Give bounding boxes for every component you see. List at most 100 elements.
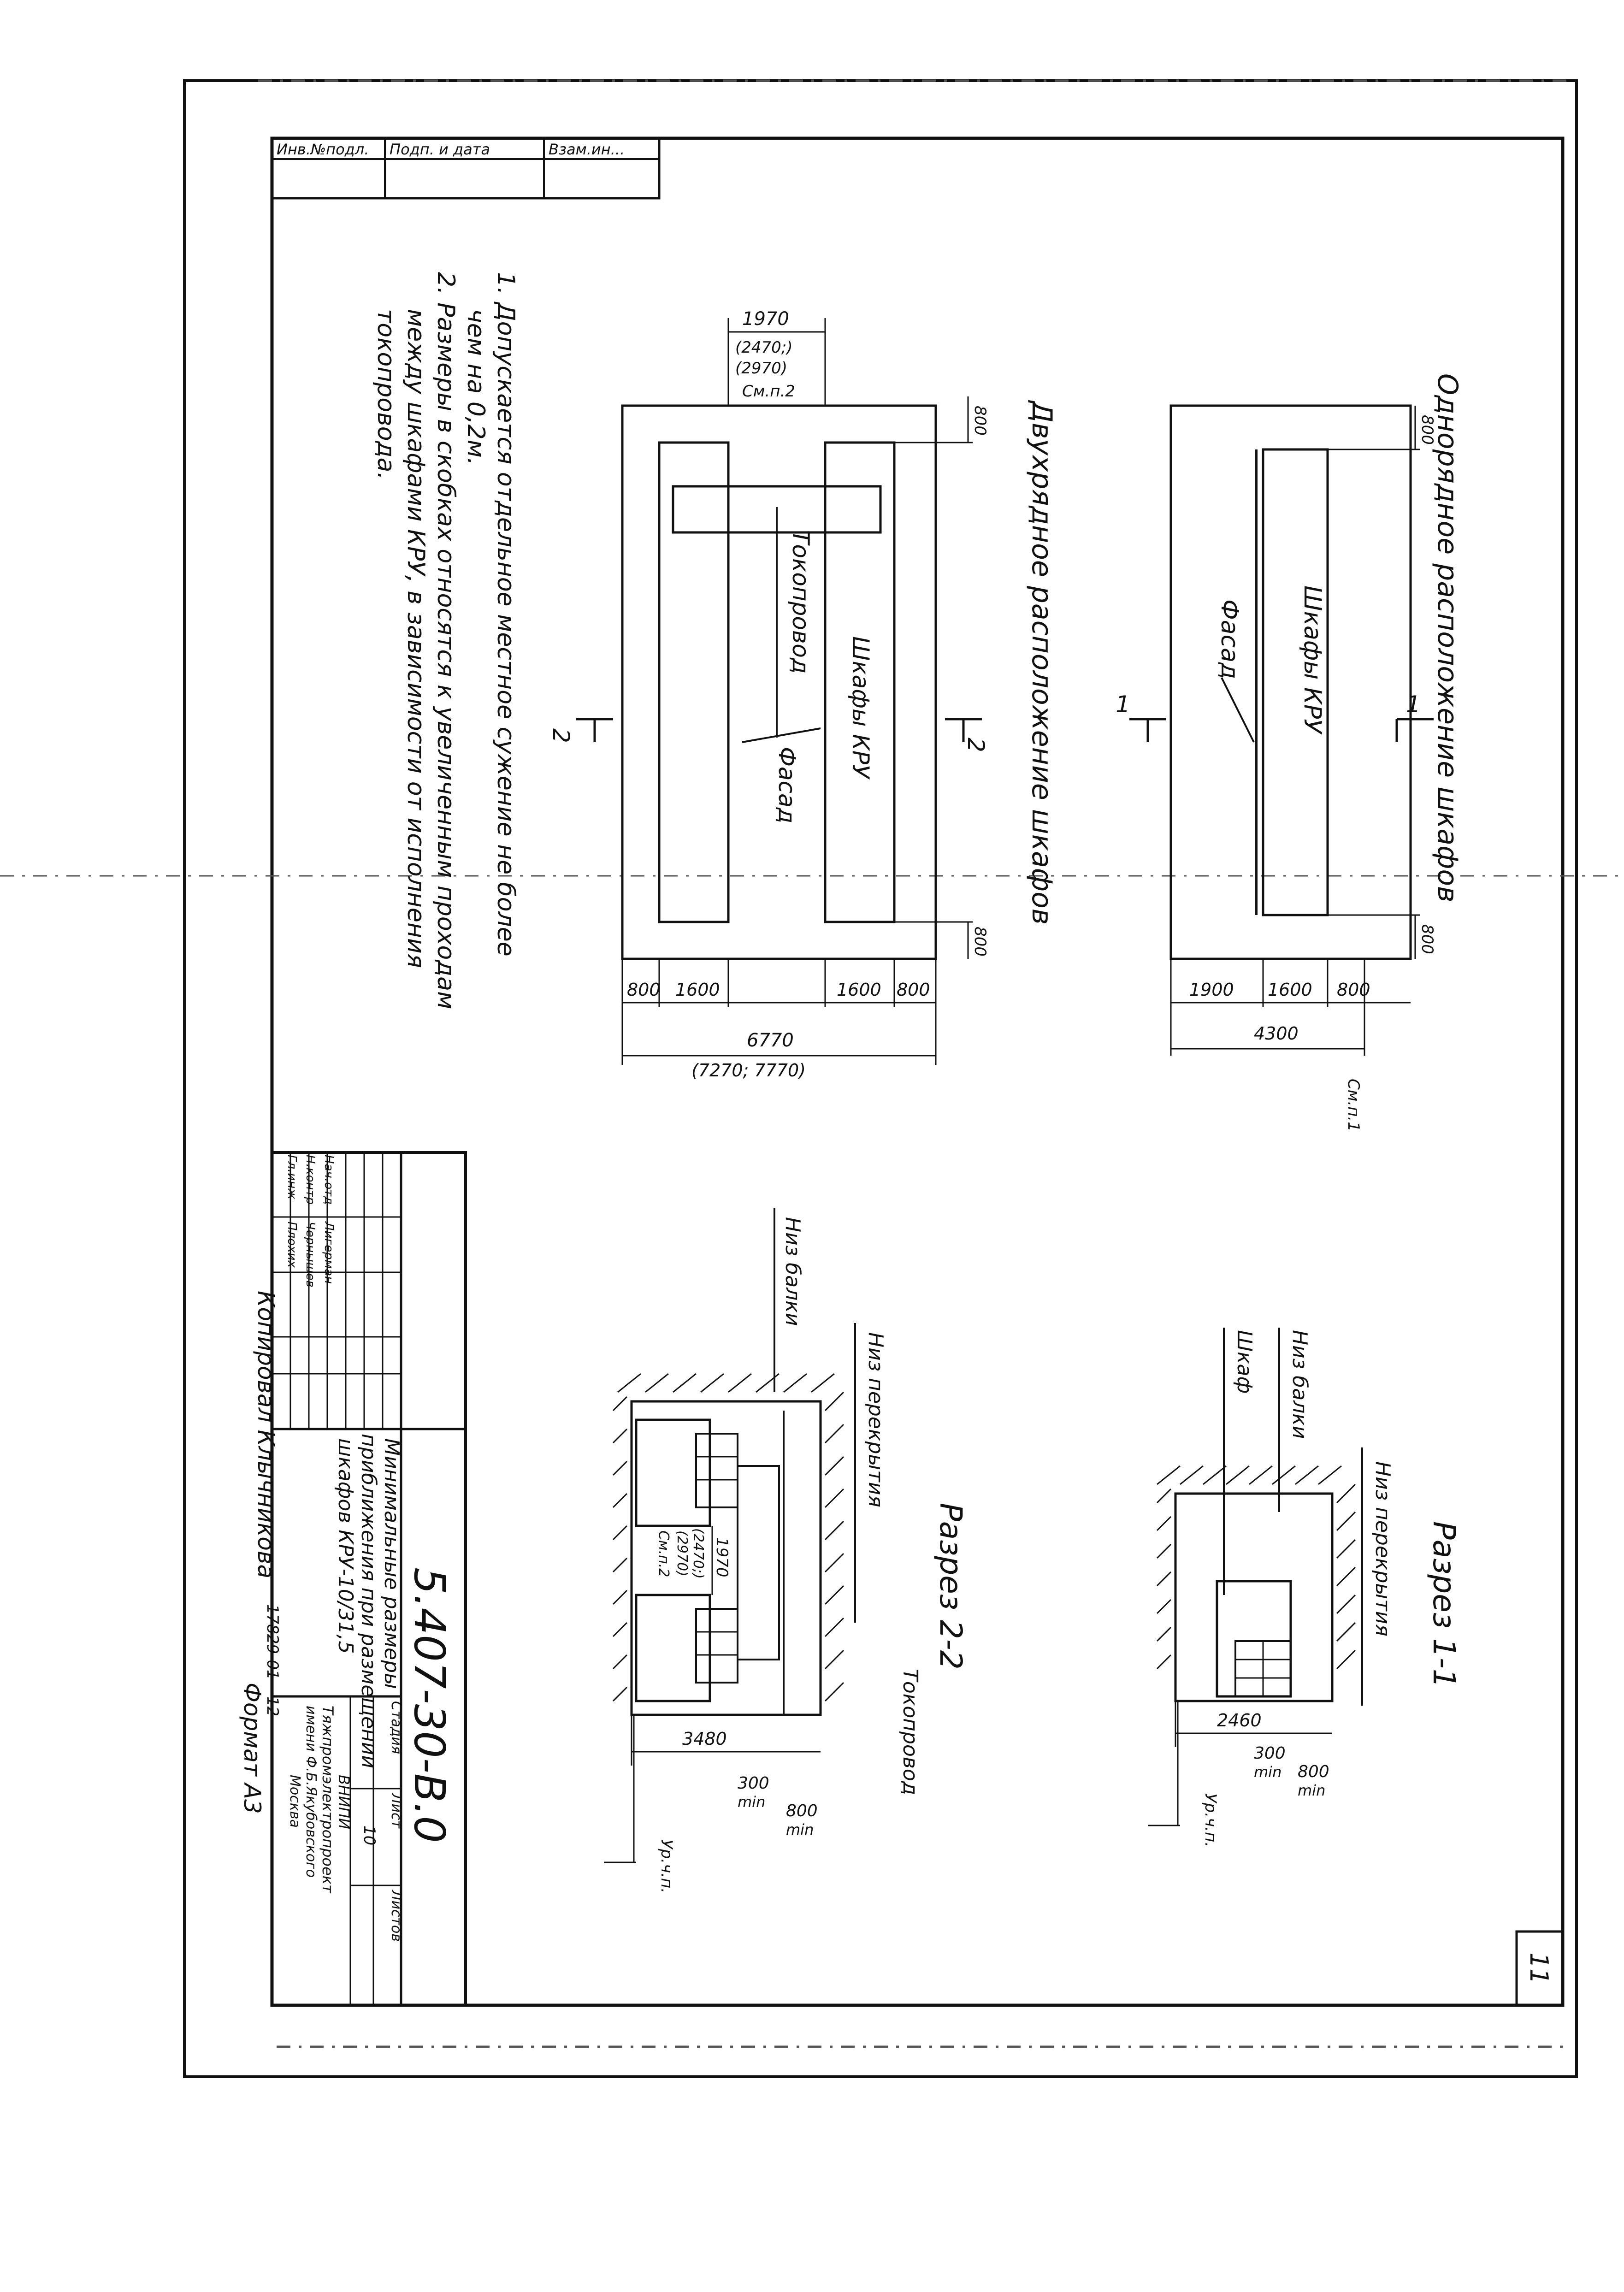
section-1-floor-label: Ур.ч.п. xyxy=(1201,1793,1220,1847)
section-2-dim-passage-ref: См.п.2 xyxy=(656,1530,672,1577)
single-cabinet-row xyxy=(1262,448,1329,916)
order-no: 17829-01 xyxy=(263,1604,282,1680)
section-2-dim-300: 300 xyxy=(738,1774,769,1793)
org-line-2: Тяжпромэлектропроект xyxy=(319,1706,337,1894)
section-2-title: Разрез 2-2 xyxy=(933,1503,968,1670)
section-1-hatch xyxy=(1156,1465,1356,1670)
section-2-beam-label: Низ балки xyxy=(781,1217,804,1326)
double-row-plan: Двухрядное расположение шкафов Токопрово… xyxy=(548,308,1058,1081)
single-cabinets-label: Шкафы КРУ xyxy=(1299,585,1326,735)
double-dim-passage: 1970 xyxy=(742,308,789,330)
note-2-line-1: 2. Размеры в скобках относятся к увеличе… xyxy=(432,272,460,1009)
section-1-dim-800: 800 xyxy=(1298,1762,1329,1781)
single-dim-800: 800 xyxy=(1337,980,1370,1000)
section-1-dim-800-sub: min xyxy=(1298,1782,1325,1799)
double-dim-top: 800 xyxy=(971,406,989,436)
note-2-line-3: токопровода. xyxy=(372,309,400,480)
title-block: Нач.отд Лигерман Н.контр Чернышев Гл.инж… xyxy=(239,1151,467,2007)
note-1-line-1: 1. Допускается отдельное местное сужение… xyxy=(492,272,520,957)
section-2-dim-passage-alt: (2470;) xyxy=(690,1528,706,1579)
double-room-outline xyxy=(621,404,937,960)
note-2-line-2: между шкафами КРУ, в зависимости от испо… xyxy=(402,309,430,968)
section-1-dim-300-sub: min xyxy=(1254,1763,1281,1781)
single-facade-label: Фасад xyxy=(1216,599,1243,679)
stage-header: Стадия xyxy=(388,1701,404,1754)
section-2-dim-800: 800 xyxy=(786,1802,818,1820)
top-stamp: Инв.№подл. Подп. и дата Взам.ин... xyxy=(271,137,661,200)
double-dim-800-right: 800 xyxy=(897,980,930,1000)
double-dim-bottom: 800 xyxy=(971,927,989,957)
sheet-header: Лист xyxy=(388,1793,404,1829)
section-mark-1-bottom: 1 xyxy=(1116,691,1130,718)
inner-frame xyxy=(270,136,1565,2007)
single-dim-top: 800 xyxy=(1418,415,1436,445)
section-1-slab-label: Низ перекрытия xyxy=(1371,1461,1394,1636)
section-2-dim-300-sub: min xyxy=(738,1793,765,1811)
note-1-line-2: чем на 0,2м. xyxy=(462,309,490,465)
single-row-title: Однорядное расположение шкафов xyxy=(1431,373,1464,903)
section-2-dim-passage-alt2: (2970) xyxy=(674,1530,690,1577)
double-dim-800-left: 800 xyxy=(627,980,661,1000)
title-line-3: шкафов КРУ-10/31,5 xyxy=(334,1438,357,1654)
section-2-hatch xyxy=(612,1373,844,1702)
section-2-room xyxy=(630,1400,822,1716)
section-1-dim-width: 2460 xyxy=(1217,1710,1262,1731)
org-line-1: ВНИПИ xyxy=(335,1775,353,1829)
double-dim-1600-right: 1600 xyxy=(837,980,881,1000)
person-2-role: Н.контр xyxy=(303,1155,317,1205)
single-dim-bottom: 800 xyxy=(1418,924,1436,954)
single-dim-1900: 1900 xyxy=(1189,980,1234,1000)
org-line-3: имени Ф.Б.Якубовского xyxy=(303,1706,319,1878)
section-1-beam-label: Низ балки xyxy=(1288,1330,1311,1439)
section-2-2: Разрез 2-2 Низ перекрытия Низ балки Токо… xyxy=(604,1208,968,1893)
outer-frame xyxy=(183,79,1578,2078)
double-dim-passage-alt2: (2970) xyxy=(735,359,787,378)
org-line-4: Москва xyxy=(287,1775,303,1828)
sheets-header: Листов xyxy=(388,1890,404,1942)
section-1-cabinet-label: Шкаф xyxy=(1233,1330,1256,1394)
person-3-role: Гл.инж xyxy=(285,1155,299,1199)
section-1-dim-300: 300 xyxy=(1254,1744,1286,1763)
double-cabinet-row-right xyxy=(824,441,896,923)
single-dim-total: 4300 xyxy=(1254,1023,1299,1044)
double-dim-total: 6770 xyxy=(747,1030,794,1051)
double-dim-total-alt: (7270; 7770) xyxy=(691,1060,806,1081)
section-2-busway-label: Токопровод xyxy=(898,1669,922,1795)
title-line-2: приближения при размещении xyxy=(357,1434,380,1768)
single-row-plan: Однорядное расположение шкафов Шкафы КРУ… xyxy=(1116,373,1464,1132)
double-row-title: Двухрядное расположение шкафов xyxy=(1026,400,1058,925)
single-room-outline xyxy=(1169,404,1412,960)
notes: 1. Допускается отдельное местное сужение… xyxy=(372,272,520,1009)
section-mark-2-top: 2 xyxy=(963,738,989,752)
stamp-inv: Инв.№подл. xyxy=(277,141,369,158)
person-3-name: Плохих xyxy=(285,1222,299,1268)
person-2-name: Чернышев xyxy=(303,1222,317,1288)
section-1-title: Разрез 1-1 xyxy=(1426,1521,1462,1688)
section-2-dim-800-sub: min xyxy=(786,1821,814,1838)
format-label: Формат А3 xyxy=(239,1683,266,1814)
double-cabinet-row-left xyxy=(658,441,730,923)
person-1-name: Лигерман xyxy=(322,1221,336,1284)
copied-by: Копировал Клычникова xyxy=(253,1291,279,1578)
person-1-role: Нач.отд xyxy=(322,1155,336,1205)
title-line-1: Минимальные размеры xyxy=(380,1438,403,1689)
single-note-ref: См.п.1 xyxy=(1344,1079,1363,1132)
double-dim-1600-left: 1600 xyxy=(675,980,720,1000)
double-cabinets-label: Шкафы КРУ xyxy=(847,636,874,780)
section-1-1: Разрез 1-1 Низ перекрытия Низ балки Шкаф xyxy=(1148,1328,1462,1847)
double-facade-label: Фасад xyxy=(774,747,800,823)
order-suffix: 12 xyxy=(263,1696,282,1716)
single-dim-1600: 1600 xyxy=(1268,980,1312,1000)
page-number-box: 11 xyxy=(1515,1930,1564,2007)
section-2-floor-label: Ур.ч.п. xyxy=(657,1839,676,1893)
double-busway-label: Токопровод xyxy=(787,530,814,674)
stamp-replace: Взам.ин... xyxy=(549,141,625,158)
section-2-slab-label: Низ перекрытия xyxy=(864,1332,887,1507)
double-dim-passage-alt: (2470;) xyxy=(735,338,793,357)
section-1-room xyxy=(1174,1492,1334,1702)
stamp-sign: Подп. и дата xyxy=(390,141,490,158)
section-mark-2-bottom: 2 xyxy=(548,728,574,743)
sheet-value: 10 xyxy=(360,1825,378,1845)
page-number: 11 xyxy=(1524,1953,1553,1985)
